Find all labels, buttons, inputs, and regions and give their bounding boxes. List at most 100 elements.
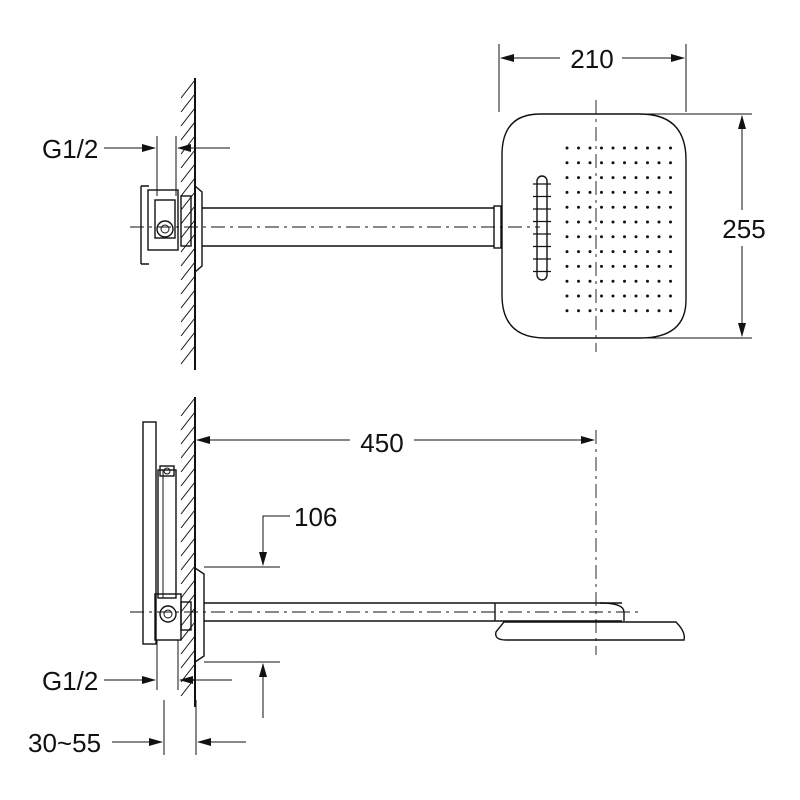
nozzle-dot — [577, 250, 580, 254]
dim-label-210: 210 — [570, 44, 613, 74]
nozzle-dot — [646, 205, 649, 209]
nozzle-dot — [588, 220, 592, 224]
nozzle-dot — [623, 161, 626, 165]
nozzle-dot — [623, 250, 626, 254]
wall-bottom — [180, 397, 196, 707]
nozzle-dot — [588, 279, 592, 283]
nozzle-dot — [611, 161, 615, 165]
nozzle-dot — [623, 264, 626, 268]
hatch-line — [180, 303, 196, 323]
nozzle-dot — [657, 146, 661, 150]
dim-head-height: 255 — [600, 113, 766, 339]
nozzle-dot — [611, 220, 615, 224]
nozzle-dot — [669, 190, 672, 194]
nozzle-dot — [577, 190, 580, 194]
hatch-line — [180, 635, 196, 655]
nozzle-dot — [565, 220, 569, 224]
nozzle-dot — [600, 146, 603, 150]
nozzle-dot — [634, 250, 638, 254]
hatch-line — [180, 481, 196, 501]
hatch-line — [180, 107, 196, 127]
nozzle-dot — [669, 309, 672, 313]
hatch-line — [180, 191, 196, 211]
nozzle-dot — [646, 264, 649, 268]
nozzle-dot — [657, 294, 661, 298]
nozzle-dot — [588, 264, 592, 268]
hatch-line — [180, 289, 196, 309]
hatch-line — [180, 495, 196, 515]
nozzle-dot — [646, 190, 649, 194]
mounting-bracket-top — [140, 185, 203, 273]
nozzle-dot — [634, 294, 638, 298]
nozzle-dot — [588, 235, 592, 239]
nozzle-dot — [577, 220, 580, 224]
nozzle-dot — [577, 279, 580, 283]
nozzle-dot — [600, 161, 603, 165]
nozzle-dot — [623, 146, 626, 150]
nozzle-dot — [646, 250, 649, 254]
nozzle-dot — [600, 220, 603, 224]
shower-head-front — [501, 100, 687, 352]
hatch-line — [180, 331, 196, 351]
nozzle-dot — [600, 250, 603, 254]
nozzle-dot — [577, 146, 580, 150]
nozzle-dot — [646, 146, 649, 150]
shower-arm-side — [130, 602, 640, 622]
hatch-line — [180, 205, 196, 225]
hatch-line — [180, 537, 196, 557]
dim-label-30-55: 30~55 — [28, 728, 101, 758]
nozzle-dot — [657, 264, 661, 268]
nozzle-dot — [669, 279, 672, 283]
hatch-line — [180, 233, 196, 253]
nozzle-dot — [669, 235, 672, 239]
nozzle-dot — [634, 190, 638, 194]
nozzle-dot — [646, 294, 649, 298]
nozzle-dot — [611, 146, 615, 150]
dim-label-255: 255 — [722, 214, 765, 244]
nozzle-dot — [565, 250, 569, 254]
dim-label-g12-top: G1/2 — [42, 134, 98, 164]
nozzle-dot — [588, 176, 592, 180]
nozzle-dot — [611, 279, 615, 283]
nozzle-dot — [611, 190, 615, 194]
hatch-line — [180, 261, 196, 281]
nozzle-dot — [600, 190, 603, 194]
hatch-line — [180, 439, 196, 459]
nozzle-grid — [565, 146, 672, 313]
nozzle-dot — [611, 294, 615, 298]
hatch-line — [180, 523, 196, 543]
hatch-line — [180, 593, 196, 613]
nozzle-dot — [600, 264, 603, 268]
hatch-line — [180, 607, 196, 627]
nozzle-dot — [577, 161, 580, 165]
hatch-line — [180, 397, 196, 417]
hatch-line — [180, 79, 196, 99]
nozzle-dot — [600, 235, 603, 239]
hatch-line — [180, 509, 196, 529]
nozzle-dot — [646, 161, 649, 165]
nozzle-dot — [669, 220, 672, 224]
nozzle-dot — [623, 176, 626, 180]
hatch-line — [180, 177, 196, 197]
hatch-line — [180, 163, 196, 183]
dim-head-width: 210 — [498, 44, 687, 112]
in-wall-box — [142, 421, 205, 663]
nozzle-dot — [634, 161, 638, 165]
dim-thread-top: G1/2 — [42, 134, 230, 196]
hatch-line — [180, 247, 196, 267]
nozzle-dot — [577, 294, 580, 298]
shower-arm-top — [130, 205, 540, 249]
nozzle-dot — [600, 294, 603, 298]
nozzle-dot — [623, 279, 626, 283]
nozzle-dot — [669, 294, 672, 298]
hatch-line — [180, 411, 196, 431]
nozzle-dot — [565, 309, 569, 313]
nozzle-dot — [657, 205, 661, 209]
nozzle-dot — [588, 250, 592, 254]
shower-head-side — [495, 430, 686, 655]
nozzle-dot — [623, 309, 626, 313]
nozzle-dot — [565, 205, 569, 209]
hatch-line — [180, 345, 196, 365]
hatch-line — [180, 149, 196, 169]
nozzle-dot — [588, 190, 592, 194]
